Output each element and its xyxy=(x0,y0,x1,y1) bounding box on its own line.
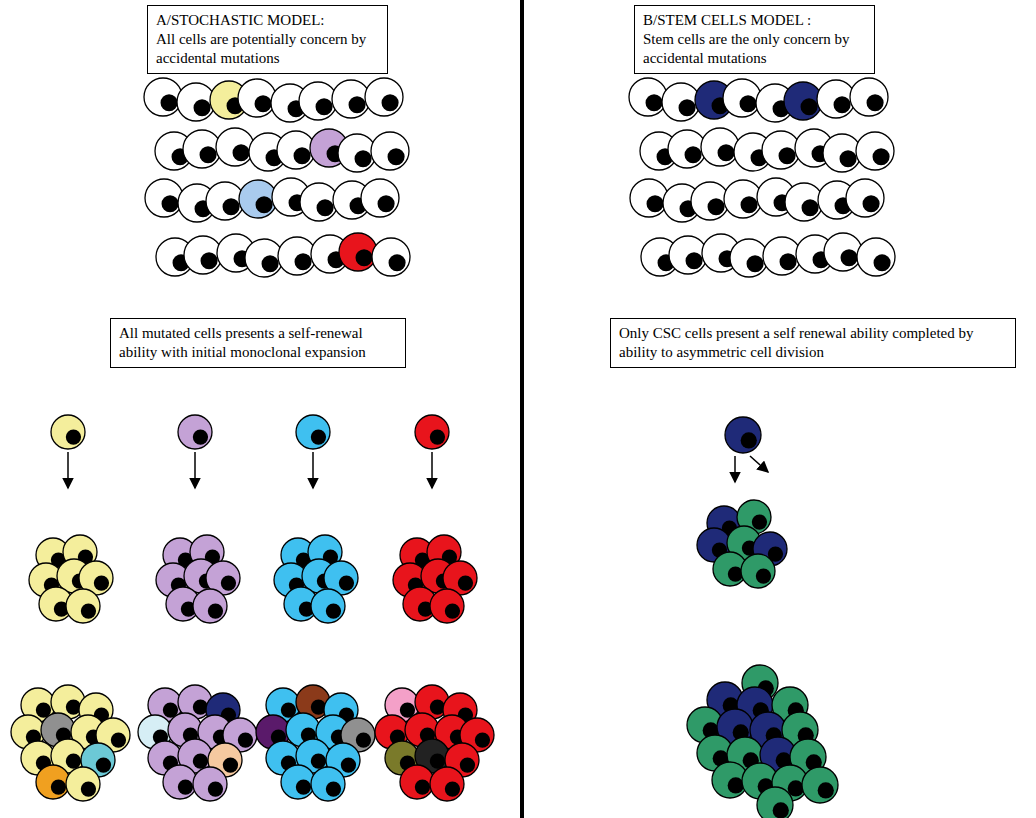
cell xyxy=(296,415,330,449)
cell xyxy=(163,765,197,799)
box-text: Only CSC cells present a self renewal ab… xyxy=(619,324,1007,362)
cell xyxy=(784,82,822,120)
cell xyxy=(338,134,376,172)
cell xyxy=(757,787,793,818)
box-text: Stem cells are the only concern by accid… xyxy=(643,30,866,68)
cell xyxy=(762,131,800,169)
cell xyxy=(817,80,855,118)
cell xyxy=(206,182,244,220)
cell xyxy=(802,767,838,803)
cell xyxy=(299,82,337,120)
arrow xyxy=(750,456,768,472)
cell xyxy=(850,78,888,116)
cell xyxy=(361,179,399,217)
cell xyxy=(741,554,775,588)
cell xyxy=(763,237,801,275)
cell xyxy=(823,134,861,172)
cell xyxy=(277,131,315,169)
cell xyxy=(193,767,227,801)
cell xyxy=(430,767,464,801)
divider-line xyxy=(520,0,524,818)
text-box: All mutated cells presents a self-renewa… xyxy=(110,318,406,368)
cell xyxy=(238,79,276,117)
cell xyxy=(857,238,895,276)
cell xyxy=(415,415,449,449)
cell xyxy=(177,83,215,121)
cell xyxy=(723,79,761,117)
cell xyxy=(339,233,377,271)
cell xyxy=(51,415,85,449)
cell xyxy=(193,589,227,623)
cell xyxy=(239,180,277,218)
text-box: Only CSC cells present a self renewal ab… xyxy=(610,318,1016,368)
cell xyxy=(178,415,212,449)
cell xyxy=(724,180,762,218)
box-text: All cells are potentially concern by acc… xyxy=(156,30,379,68)
cell xyxy=(365,78,403,116)
cell xyxy=(245,239,283,277)
cell xyxy=(725,417,761,453)
cell xyxy=(701,128,739,166)
box-heading: A/STOCHASTIC MODEL: xyxy=(156,11,379,30)
arrow xyxy=(194,452,196,488)
cell xyxy=(371,132,409,170)
cell xyxy=(300,183,338,221)
cell xyxy=(332,80,370,118)
cell xyxy=(629,78,667,116)
cell xyxy=(281,765,315,799)
text-box: B/STEM CELLS MODEL :Stem cells are the o… xyxy=(634,5,875,74)
cell xyxy=(662,83,700,121)
cell xyxy=(216,128,254,166)
cell xyxy=(691,182,729,220)
cell xyxy=(311,767,345,801)
cell xyxy=(183,130,221,168)
cell xyxy=(66,767,100,801)
arrow xyxy=(312,452,314,488)
cell xyxy=(730,239,768,277)
text-box: A/STOCHASTIC MODEL:All cells are potenti… xyxy=(147,5,388,74)
cell xyxy=(856,132,894,170)
cell xyxy=(668,130,706,168)
cell xyxy=(785,183,823,221)
cell xyxy=(144,78,182,116)
box-text: All mutated cells presents a self-renewa… xyxy=(119,324,397,362)
arrow xyxy=(431,452,433,488)
arrow xyxy=(734,456,736,482)
cell xyxy=(145,179,183,217)
cell xyxy=(278,237,316,275)
cell xyxy=(372,238,410,276)
cell xyxy=(36,765,70,799)
cell xyxy=(846,179,884,217)
cell xyxy=(184,236,222,274)
cell xyxy=(311,589,345,623)
cell xyxy=(400,765,434,799)
cell xyxy=(824,233,862,271)
arrow xyxy=(67,452,69,488)
box-heading: B/STEM CELLS MODEL : xyxy=(643,11,866,30)
cell xyxy=(669,236,707,274)
cell xyxy=(430,589,464,623)
cell xyxy=(630,179,668,217)
cell xyxy=(66,589,100,623)
